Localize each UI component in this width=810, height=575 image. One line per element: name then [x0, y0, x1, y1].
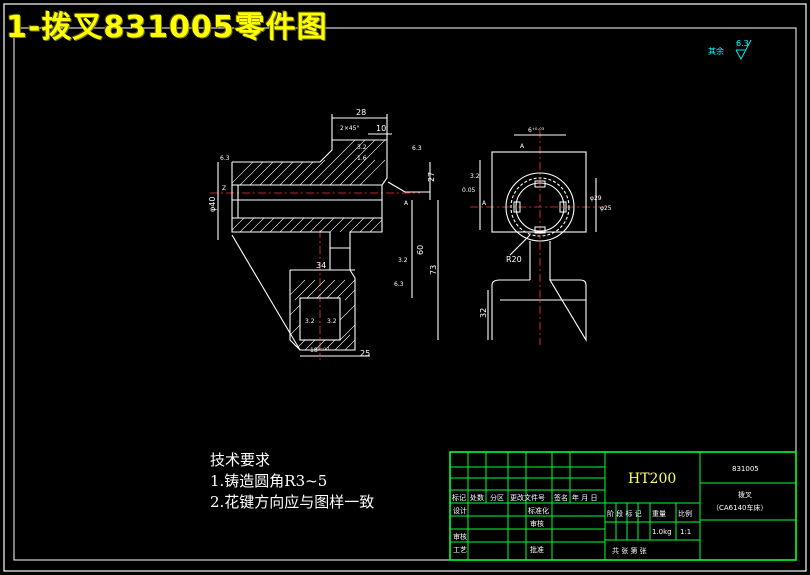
- dim-73: 73: [429, 265, 438, 275]
- label-review: 审核: [453, 532, 467, 541]
- front-section-view: 28 10 27 φ40 60 73 34 25 2×45° 3.2 1.6 6…: [208, 108, 439, 360]
- label-scale: 比例: [678, 509, 692, 518]
- page-title: 1-拨叉831005零件图: [6, 10, 328, 45]
- svg-text:A: A: [520, 143, 525, 150]
- dim-60: 60: [416, 245, 425, 255]
- header-cell-2: 处数: [470, 493, 484, 502]
- roughness-note-label: 其余: [708, 46, 724, 56]
- roughness-symbol-icon: [735, 39, 752, 60]
- material-text: HT200: [628, 471, 676, 487]
- svg-text:3.2: 3.2: [305, 318, 315, 325]
- svg-text:6.3: 6.3: [220, 155, 230, 162]
- label-process: 工艺: [453, 546, 467, 554]
- dim-40: φ40: [208, 197, 217, 212]
- header-cell-6: 年 月 日: [572, 493, 597, 502]
- dim-34: 34: [316, 261, 326, 270]
- svg-text:6.3: 6.3: [412, 145, 422, 152]
- svg-text:A: A: [404, 200, 409, 207]
- title-block: HT200 831005 拨叉 （CA6140车床） 1.0kg 1:1 共 张…: [449, 451, 797, 561]
- svg-text:2×45°: 2×45°: [340, 125, 359, 132]
- svg-text:0.05: 0.05: [462, 187, 476, 194]
- svg-text:1.6: 1.6: [357, 155, 367, 162]
- technical-requirements: 技术要求 1.铸造圆角R3~5 2.花键方向应与图样一致: [210, 450, 374, 513]
- label-standardization: 标准化: [528, 506, 549, 515]
- svg-text:3.2: 3.2: [470, 173, 480, 180]
- header-cell-5: 签名: [554, 493, 568, 502]
- machine-name: （CA6140车床）: [712, 503, 768, 512]
- sheets-text: 共 张 第 张: [612, 546, 647, 555]
- dim-r20: R20: [506, 255, 522, 264]
- svg-text:3.2: 3.2: [357, 144, 367, 151]
- dim-28: 28: [356, 108, 366, 117]
- svg-text:6⁺⁰·⁰³: 6⁺⁰·⁰³: [528, 127, 545, 134]
- svg-text:3.2: 3.2: [327, 318, 337, 325]
- outer-frame: [3, 3, 807, 572]
- mass-value: 1.0kg: [652, 528, 672, 536]
- svg-text:Z: Z: [222, 185, 226, 192]
- svg-text:6.3: 6.3: [394, 281, 404, 288]
- header-cell-3: 分区: [490, 493, 504, 502]
- svg-text:3.2: 3.2: [398, 257, 408, 264]
- svg-text:φ29: φ29: [590, 195, 602, 202]
- part-name: 拨叉: [738, 490, 752, 499]
- svg-text:A: A: [482, 200, 487, 207]
- label-mass: 重量: [652, 510, 666, 518]
- inner-frame: [13, 27, 797, 561]
- tech-req-item-2: 2.花键方向应与图样一致: [210, 493, 375, 511]
- label-stage: 阶 段 标 记: [607, 509, 642, 518]
- dim-32: 32: [479, 308, 488, 318]
- svg-text:φ25: φ25: [600, 205, 612, 212]
- drawing-number: 831005: [732, 465, 759, 473]
- svg-text:18⁰⁻⁰·¹: 18⁰⁻⁰·¹: [310, 347, 331, 354]
- tech-req-item-1: 1.铸造圆角R3~5: [210, 472, 328, 490]
- dim-10: 10: [376, 124, 386, 133]
- scale-value: 1:1: [680, 528, 691, 536]
- dim-27: 27: [427, 172, 436, 182]
- label-review-2: 审核: [530, 519, 544, 528]
- label-approve: 批准: [530, 545, 544, 554]
- label-design: 设计: [453, 506, 467, 515]
- roughness-note-value: 6.3: [736, 39, 749, 48]
- header-cell-4: 更改文件号: [510, 493, 545, 502]
- tech-req-heading: 技术要求: [210, 451, 271, 469]
- header-cell-1: 标记: [452, 493, 466, 502]
- side-view: 32 R20 6⁺⁰·⁰³ A φ29 φ25 3.2 A 0.05: [462, 127, 612, 345]
- dim-25: 25: [360, 349, 370, 358]
